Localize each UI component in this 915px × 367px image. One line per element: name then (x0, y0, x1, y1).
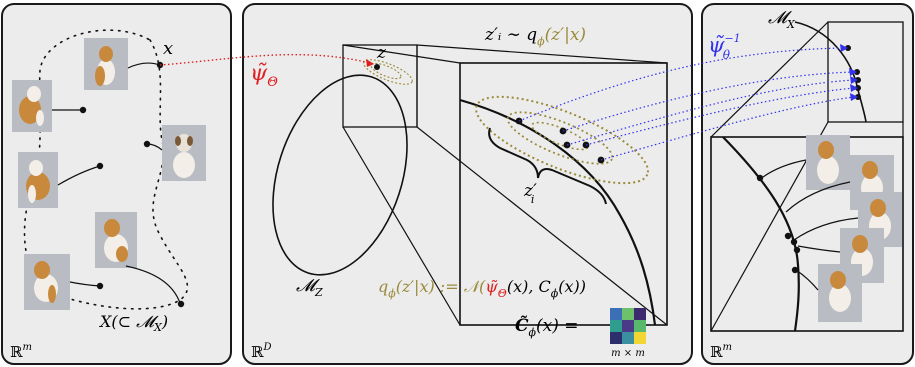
covariance-matrix (610, 308, 646, 344)
dog-image-4 (18, 152, 58, 208)
matrix-size-caption: m × m (611, 348, 645, 359)
decoder-arrowhead (850, 84, 858, 92)
dog-image-3 (162, 125, 206, 181)
zoom-target-box (459, 62, 668, 326)
label-z: z (376, 43, 387, 63)
zoom-connector (342, 44, 461, 64)
latent-manifold-label: 𝓜Z (296, 276, 323, 299)
manifold-label-left: X(⊂ 𝓜X) (98, 312, 168, 334)
arrow-recon-2 (785, 181, 851, 213)
manifold-point (790, 238, 798, 246)
dog-image-1 (84, 38, 128, 90)
manifold-point (784, 232, 792, 240)
label-x: x (163, 38, 173, 59)
arrow-recon-3 (793, 217, 859, 241)
posterior-ellipse-large (506, 111, 614, 165)
matrix-cell (622, 308, 634, 320)
dog-image-2 (12, 80, 52, 132)
manifold-point (96, 162, 104, 170)
decoder-arrows (518, 44, 858, 161)
zoom-connector (416, 44, 668, 64)
arrow-recon-5 (795, 269, 819, 291)
manifold-point (143, 140, 151, 148)
sample-brace (488, 127, 607, 205)
data-manifold-curve (23, 29, 189, 310)
posterior-ellipse-large (475, 95, 649, 185)
label-zi: z′i (523, 181, 537, 206)
matrix-cell (634, 308, 646, 320)
manifold-point (177, 300, 185, 308)
latent-manifold-ellipse (272, 74, 408, 276)
panel-middle: z z′i z′ᵢ ∼ qϕ(z′|x) ψ̃Θ 𝓜Z (242, 3, 693, 365)
latent-manifold-curve (459, 98, 657, 326)
matrix-cell (610, 332, 622, 344)
matrix-cell (622, 320, 634, 332)
panel-middle-frame (242, 3, 693, 365)
manifold-point (756, 174, 764, 182)
space-label-middle: ℝD (251, 342, 272, 361)
arrow-recon-4 (797, 245, 841, 253)
arrow-recon-1 (762, 159, 807, 178)
reconstruction-image-5 (818, 264, 862, 322)
decoder-arrowhead (840, 44, 848, 52)
dog-image-5 (95, 212, 137, 268)
covariance-definition: C̃ϕ(x) = (515, 316, 579, 339)
matrix-cell (610, 320, 622, 332)
encoder-arrowhead (366, 59, 374, 67)
posterior-definition: qϕ(z′|x) := 𝒩(ψ̃Θ(x), Cϕ(x)) (378, 277, 586, 300)
posterior-ellipse-small (370, 62, 402, 80)
manifold-point (793, 246, 801, 254)
reconstruction-image-1 (806, 135, 850, 190)
zoom-connector (342, 126, 461, 326)
decoder-arrowhead (850, 93, 858, 101)
matrix-cell (622, 332, 634, 344)
matrix-cell (634, 320, 646, 332)
decoder-arrow (600, 96, 855, 161)
encoder-map-label: ψ̃Θ (250, 61, 278, 90)
decoder-arrow (562, 71, 854, 132)
data-manifold-label: 𝓜X (768, 8, 796, 31)
zoom-connector (416, 126, 668, 326)
space-label-right: ℝm (710, 342, 732, 361)
decoder-arrowhead (849, 68, 857, 76)
data-manifold-curve-lower (722, 136, 800, 332)
decoder-arrowhead (850, 76, 858, 84)
decoder-arrow (585, 87, 855, 146)
arrow-img-5 (125, 265, 181, 304)
sample-equation: z′ᵢ ∼ qϕ(z′|x) (484, 25, 586, 48)
panel-left: x X(⊂ 𝓜X) ℝm (1, 3, 232, 365)
manifold-point (79, 106, 87, 114)
dog-image-6 (24, 254, 70, 310)
matrix-cell (634, 332, 646, 344)
decoder-arrow (566, 79, 855, 146)
space-label-left: ℝm (10, 342, 32, 361)
arrow-img-4 (57, 165, 101, 186)
manifold-point (96, 282, 104, 290)
manifold-point (791, 266, 799, 274)
matrix-cell (610, 308, 622, 320)
point-z (374, 64, 380, 70)
